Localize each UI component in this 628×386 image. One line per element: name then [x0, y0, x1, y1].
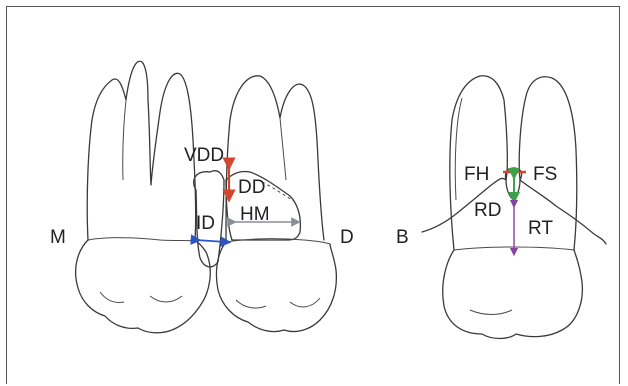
right-cusp-line-1: [236, 300, 266, 308]
right-tooth-canal: [280, 118, 286, 180]
buccal-tooth-crown: [443, 250, 583, 339]
bone-defect-crest: [262, 182, 298, 204]
id-marker: [196, 240, 226, 242]
label-b: B: [396, 227, 409, 248]
buccal-root-outline: [455, 98, 462, 200]
buccal-cusp-line: [470, 310, 512, 315]
right-tooth: [216, 76, 336, 332]
right-cusp-line-2: [290, 298, 320, 307]
label-vdd: VDD: [184, 145, 224, 166]
left-tooth-canal: [123, 100, 126, 180]
left-cusp-line-1: [100, 292, 124, 303]
label-fs: FS: [533, 164, 557, 185]
left-tooth-root: [87, 61, 195, 240]
label-rd: RD: [474, 200, 501, 221]
left-cusp-line-2: [150, 296, 182, 302]
label-id: ID: [196, 213, 215, 234]
label-m: M: [50, 227, 66, 248]
right-tooth-crown: [216, 242, 336, 332]
left-tooth-crown: [76, 240, 211, 333]
label-fh: FH: [464, 164, 489, 185]
label-d: D: [340, 227, 354, 248]
label-rt: RT: [528, 218, 553, 239]
label-hm: HM: [240, 204, 270, 225]
left-tooth-cej: [88, 238, 195, 241]
left-tooth: [76, 61, 211, 333]
label-dd: DD: [238, 177, 265, 198]
